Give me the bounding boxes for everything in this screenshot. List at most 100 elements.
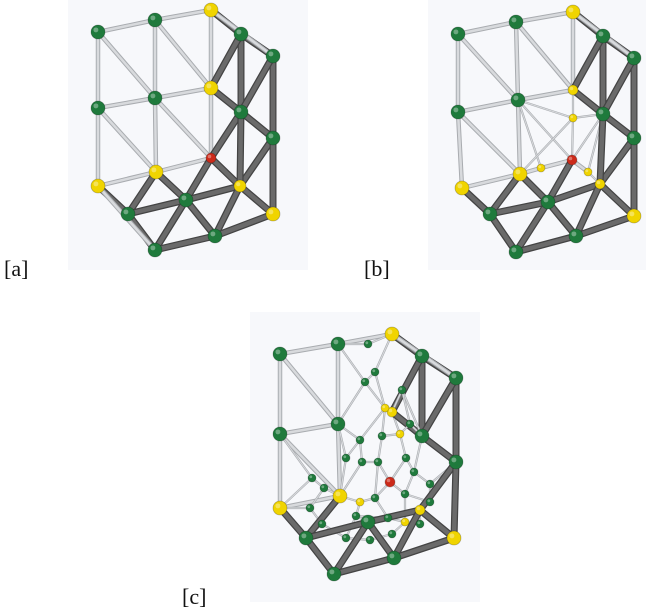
mesh-c-edge [309, 487, 325, 509]
mesh-c-node-green [341, 533, 351, 543]
mesh-b-edge [570, 33, 606, 93]
mesh-b-edge [571, 113, 604, 161]
mesh-c-edge [336, 332, 394, 346]
mesh-a-node-highlight [268, 133, 274, 139]
mesh-b-node-highlight [596, 180, 601, 185]
panel-b [428, 0, 646, 270]
mesh-c-node-highlight [417, 431, 423, 437]
mesh-c-node-green [365, 535, 375, 545]
mesh-c-node-green [425, 497, 435, 507]
mesh-c-node-highlight [385, 515, 389, 519]
mesh-c-node-highlight [389, 531, 393, 535]
mesh-c-node-highlight [386, 478, 391, 483]
mesh-c-node-green [351, 511, 361, 521]
mesh-a-node-highlight [206, 83, 212, 89]
mesh-b-node-highlight [598, 109, 604, 115]
mesh-a-node-highlight [93, 27, 99, 33]
mesh-c-node-green [319, 483, 329, 493]
mesh-b-edge [600, 55, 637, 117]
mesh-b-node-green [508, 14, 524, 30]
mesh-a-node-yellow [233, 179, 247, 193]
mesh-c-node-highlight [307, 505, 311, 509]
mesh-b-node-yellow [567, 84, 579, 96]
mesh-c-node-green [355, 435, 365, 445]
mesh-b-node-green [595, 106, 611, 122]
mesh-b-edge [456, 32, 520, 102]
mesh-a-node-red [205, 152, 217, 164]
mesh-a-edge [153, 96, 158, 174]
mesh-b-node-highlight [629, 53, 635, 59]
mesh-b-node-green [568, 228, 584, 244]
mesh-c-edge [365, 519, 397, 561]
mesh-b-edges [455, 8, 638, 256]
panel-label-c: [c] [182, 584, 207, 609]
mesh-b-node-highlight [453, 107, 459, 113]
mesh-c-node-highlight [275, 429, 281, 435]
mesh-c-node-highlight [399, 387, 403, 391]
mesh-b-edge [517, 99, 573, 161]
mesh-b-edge [516, 98, 522, 176]
mesh-c-node-green [409, 467, 419, 477]
mesh-a-node-green [265, 48, 281, 64]
mesh-c-node-green [330, 336, 346, 352]
mesh-a-edge [96, 106, 158, 174]
mesh-c-edge [303, 519, 371, 541]
mesh-c-node-red [384, 476, 396, 488]
mesh-b-edge [597, 181, 637, 219]
mesh-b-node-highlight [515, 169, 521, 175]
mesh-c-node-highlight [275, 503, 281, 509]
mesh-c-edge [399, 433, 407, 459]
mesh-c-node-green [377, 431, 387, 441]
mesh-b-edge [539, 158, 574, 170]
mesh-c-edge [419, 375, 459, 439]
mesh-c-node-green [330, 416, 346, 432]
mesh-a-node-highlight [93, 103, 99, 109]
mesh-b-node-highlight [568, 7, 574, 13]
mesh-c-node-highlight [403, 455, 407, 459]
mesh-c-edge [365, 507, 423, 525]
mesh-c-edge [303, 535, 337, 577]
mesh-a-node-green [233, 26, 249, 42]
mesh-a-edge [152, 233, 218, 253]
mesh-a-node-highlight [207, 154, 212, 159]
mesh-c-node-highlight [363, 517, 369, 523]
mesh-a-node-highlight [210, 231, 216, 237]
mesh-a-node-highlight [206, 5, 212, 11]
mesh-b-node-highlight [629, 133, 635, 139]
mesh-c-node-highlight [416, 506, 421, 511]
mesh-c-node-highlight [359, 459, 363, 463]
mesh-a-node-yellow [148, 164, 164, 180]
mesh-b-node-red [566, 154, 578, 166]
mesh-c-edge [374, 371, 386, 409]
mesh-c-node-highlight [357, 499, 361, 503]
mesh-c-node-highlight [309, 475, 313, 479]
mesh-diagram-a [68, 0, 308, 270]
mesh-c-node-green [415, 519, 425, 529]
mesh-a-node-highlight [150, 245, 156, 251]
mesh-b-node-green [450, 104, 466, 120]
mesh-c-node-highlight [389, 553, 395, 559]
mesh-c-node-highlight [375, 459, 379, 463]
mesh-c-node-green [425, 479, 435, 489]
mesh-b-edge [514, 20, 520, 102]
mesh-b-node-yellow [594, 178, 606, 190]
mesh-c-edge [401, 389, 411, 425]
mesh-b-edge [514, 10, 575, 24]
mesh-b-node-highlight [485, 209, 491, 215]
mesh-b-node-highlight [585, 169, 589, 173]
mesh-c-node-highlight [275, 349, 281, 355]
mesh-b-node-highlight [511, 247, 517, 253]
mesh-b-edge [456, 110, 464, 190]
mesh-a-node-green [120, 206, 136, 222]
mesh-b-node-yellow [565, 4, 581, 20]
mesh-a-node-highlight [268, 209, 274, 215]
mesh-b-edge [513, 233, 579, 255]
mesh-c-node-green [298, 530, 314, 546]
mesh-diagram-b [428, 0, 646, 270]
mesh-a-node-highlight [236, 182, 241, 187]
mesh-c-node-yellow [380, 403, 390, 413]
mesh-b-edge [456, 110, 522, 176]
mesh-a-node-green [178, 192, 194, 208]
mesh-b-node-green [450, 26, 466, 42]
mesh-c-node-highlight [449, 533, 455, 539]
